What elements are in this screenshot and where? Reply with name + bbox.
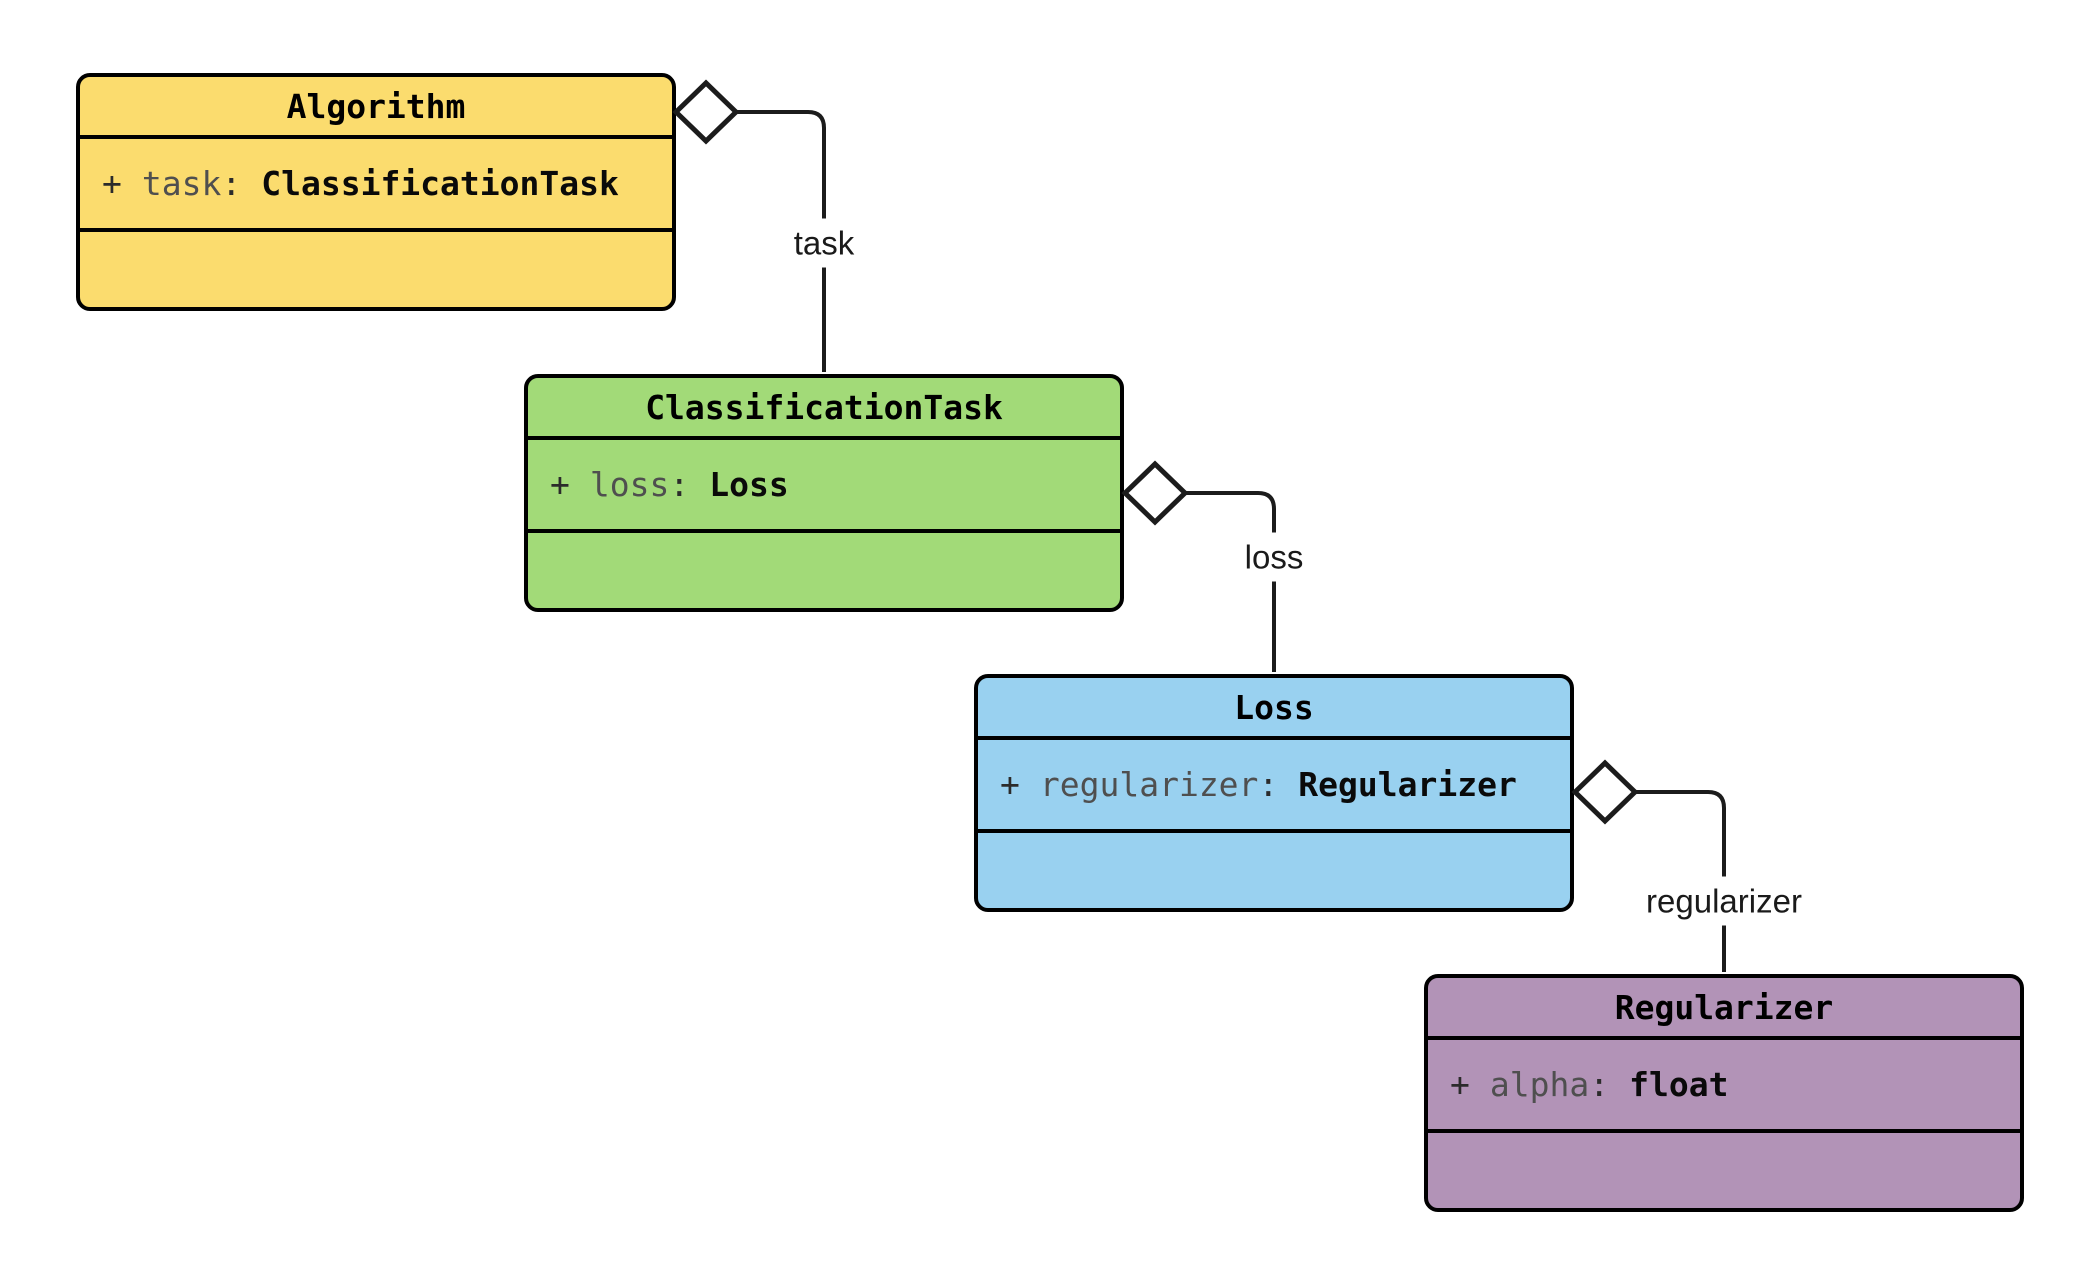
attribute-visibility: + [1000,765,1020,804]
attribute-separator: : [1258,765,1279,804]
class-methods-row-empty [978,829,1570,908]
attribute-separator: : [1589,1065,1610,1104]
class-title: ClassificationTask [645,387,1003,427]
relation-regularizer [1571,759,1726,972]
attribute-separator: : [221,164,242,203]
class-node-regularizer: Regularizer + alpha: float [1424,974,2024,1212]
attribute-name: regularizer [1039,765,1259,804]
aggregation-diamond-icon [672,79,740,145]
class-title: Regularizer [1614,987,1834,1027]
class-attributes-row: + loss: Loss [528,436,1120,529]
attribute-visibility: + [1450,1065,1470,1104]
relation-label-regularizer: regularizer [1634,876,1814,926]
class-node-classificationtask: ClassificationTask + loss: Loss [524,374,1124,612]
attribute-name: alpha [1489,1065,1590,1104]
class-methods-row-empty [80,228,672,307]
class-attributes-row: + alpha: float [1428,1036,2020,1129]
attribute-name: task [141,164,222,203]
attribute-type: Loss [709,465,789,504]
relation-label-task: task [781,218,867,268]
class-methods-row-empty [1428,1129,2020,1208]
attribute-visibility: + [102,164,122,203]
attribute-separator: : [669,465,690,504]
relation-label-loss: loss [1232,532,1316,582]
class-methods-row-empty [528,529,1120,608]
class-node-loss: Loss + regularizer: Regularizer [974,674,1574,912]
attribute-name: loss [589,465,670,504]
class-node-algorithm: Algorithm + task: ClassificationTask [76,73,676,311]
relation-loss-line [1185,491,1276,672]
aggregation-diamond-icon [1121,460,1189,526]
attribute-type: float [1629,1065,1729,1104]
class-attributes-row: + regularizer: Regularizer [978,736,1570,829]
class-title: Loss [1234,687,1314,727]
attribute-visibility: + [550,465,570,504]
attribute-type: Regularizer [1298,765,1517,804]
aggregation-diamond-icon [1571,759,1639,825]
attribute-type: ClassificationTask [261,164,619,203]
class-title: Algorithm [286,86,466,126]
class-attributes-row: + task: ClassificationTask [80,135,672,228]
